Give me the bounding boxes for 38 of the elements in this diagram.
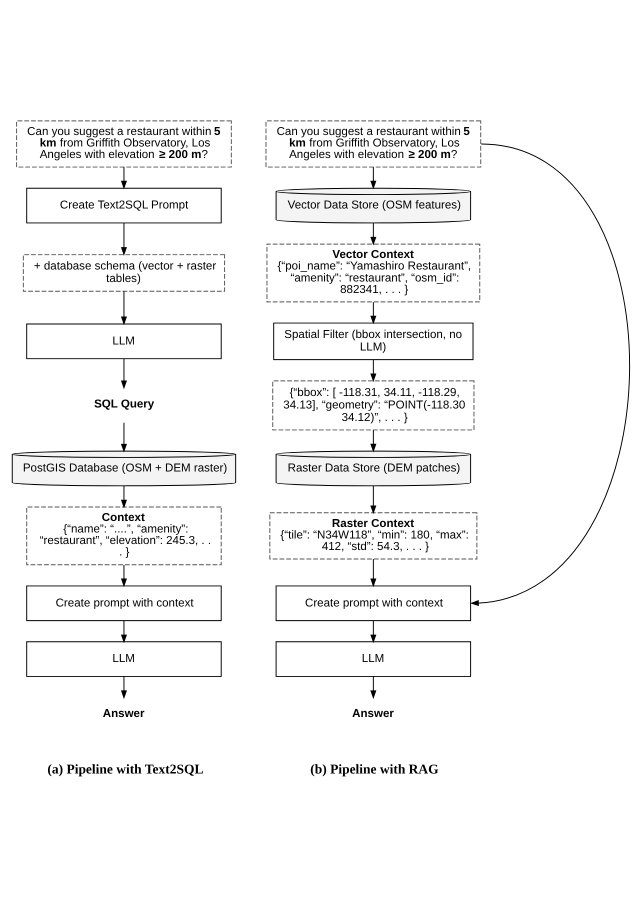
node-box: Create prompt with context xyxy=(26,585,222,622)
arrow xyxy=(370,485,376,514)
node-box: LLM xyxy=(26,641,222,677)
node-box: {“bbox”: [ -118.31, 34.11, -118.29, 34.13], “geometry”: “POINT(-118.30 34.12)”, . . . } xyxy=(272,380,474,430)
node-box: Can you suggest a restaurant within 5 km from Griffith Observatory, Los Angeles with elevation ≥ 200 m? xyxy=(266,120,482,168)
arrow xyxy=(370,359,376,382)
node-box: LLM xyxy=(26,324,222,360)
arrow xyxy=(120,620,127,644)
arrow xyxy=(370,430,376,452)
arrow xyxy=(370,222,376,246)
arrow xyxy=(370,166,376,190)
label: (b) Pipeline with RAG xyxy=(310,761,439,776)
arrow xyxy=(370,302,376,324)
arrow xyxy=(370,620,376,644)
node-text: Answer xyxy=(102,708,144,720)
arrow xyxy=(370,558,376,588)
node-text: SQL Query xyxy=(94,398,154,410)
arrow xyxy=(370,676,376,700)
node-box: Create Text2SQL Prompt xyxy=(26,188,222,224)
node-box: Vector Context {“poi_name”: “Yamashiro Restaurant”, “amenity”: “restaurant”, “osm_id”: 882341, . . . } xyxy=(266,244,480,302)
arrow xyxy=(120,676,127,700)
node-box: Context {“name”: “....”, “amenity”: “restaurant”, “elevation”: 245.3, . . . } xyxy=(26,506,222,566)
arrow xyxy=(120,166,127,190)
label: (a) Pipeline with Text2SQL xyxy=(47,761,204,776)
arrow xyxy=(470,143,630,606)
arrow xyxy=(120,290,127,326)
arrow xyxy=(120,358,127,390)
node-box: Can you suggest a restaurant within 5 km from Griffith Observatory, Los Angeles with elevation ≥ 200 m? xyxy=(16,120,232,168)
arrow xyxy=(120,222,127,256)
arrow xyxy=(120,422,127,453)
node-box: + database schema (vector + raster tables) xyxy=(22,254,226,292)
node-text: Answer xyxy=(352,708,394,720)
node-box: Create prompt with context xyxy=(276,585,472,622)
arrow xyxy=(120,564,127,588)
arrow xyxy=(120,485,127,508)
node-box: LLM xyxy=(276,641,472,677)
node-box: Raster Context {“tile”: “N34W118”, “min”: 180, “max”: 412, “std”: 54.3, . . . } xyxy=(269,512,478,560)
node-box: Spatial Filter (bbox intersection, no LLM) xyxy=(273,322,474,360)
